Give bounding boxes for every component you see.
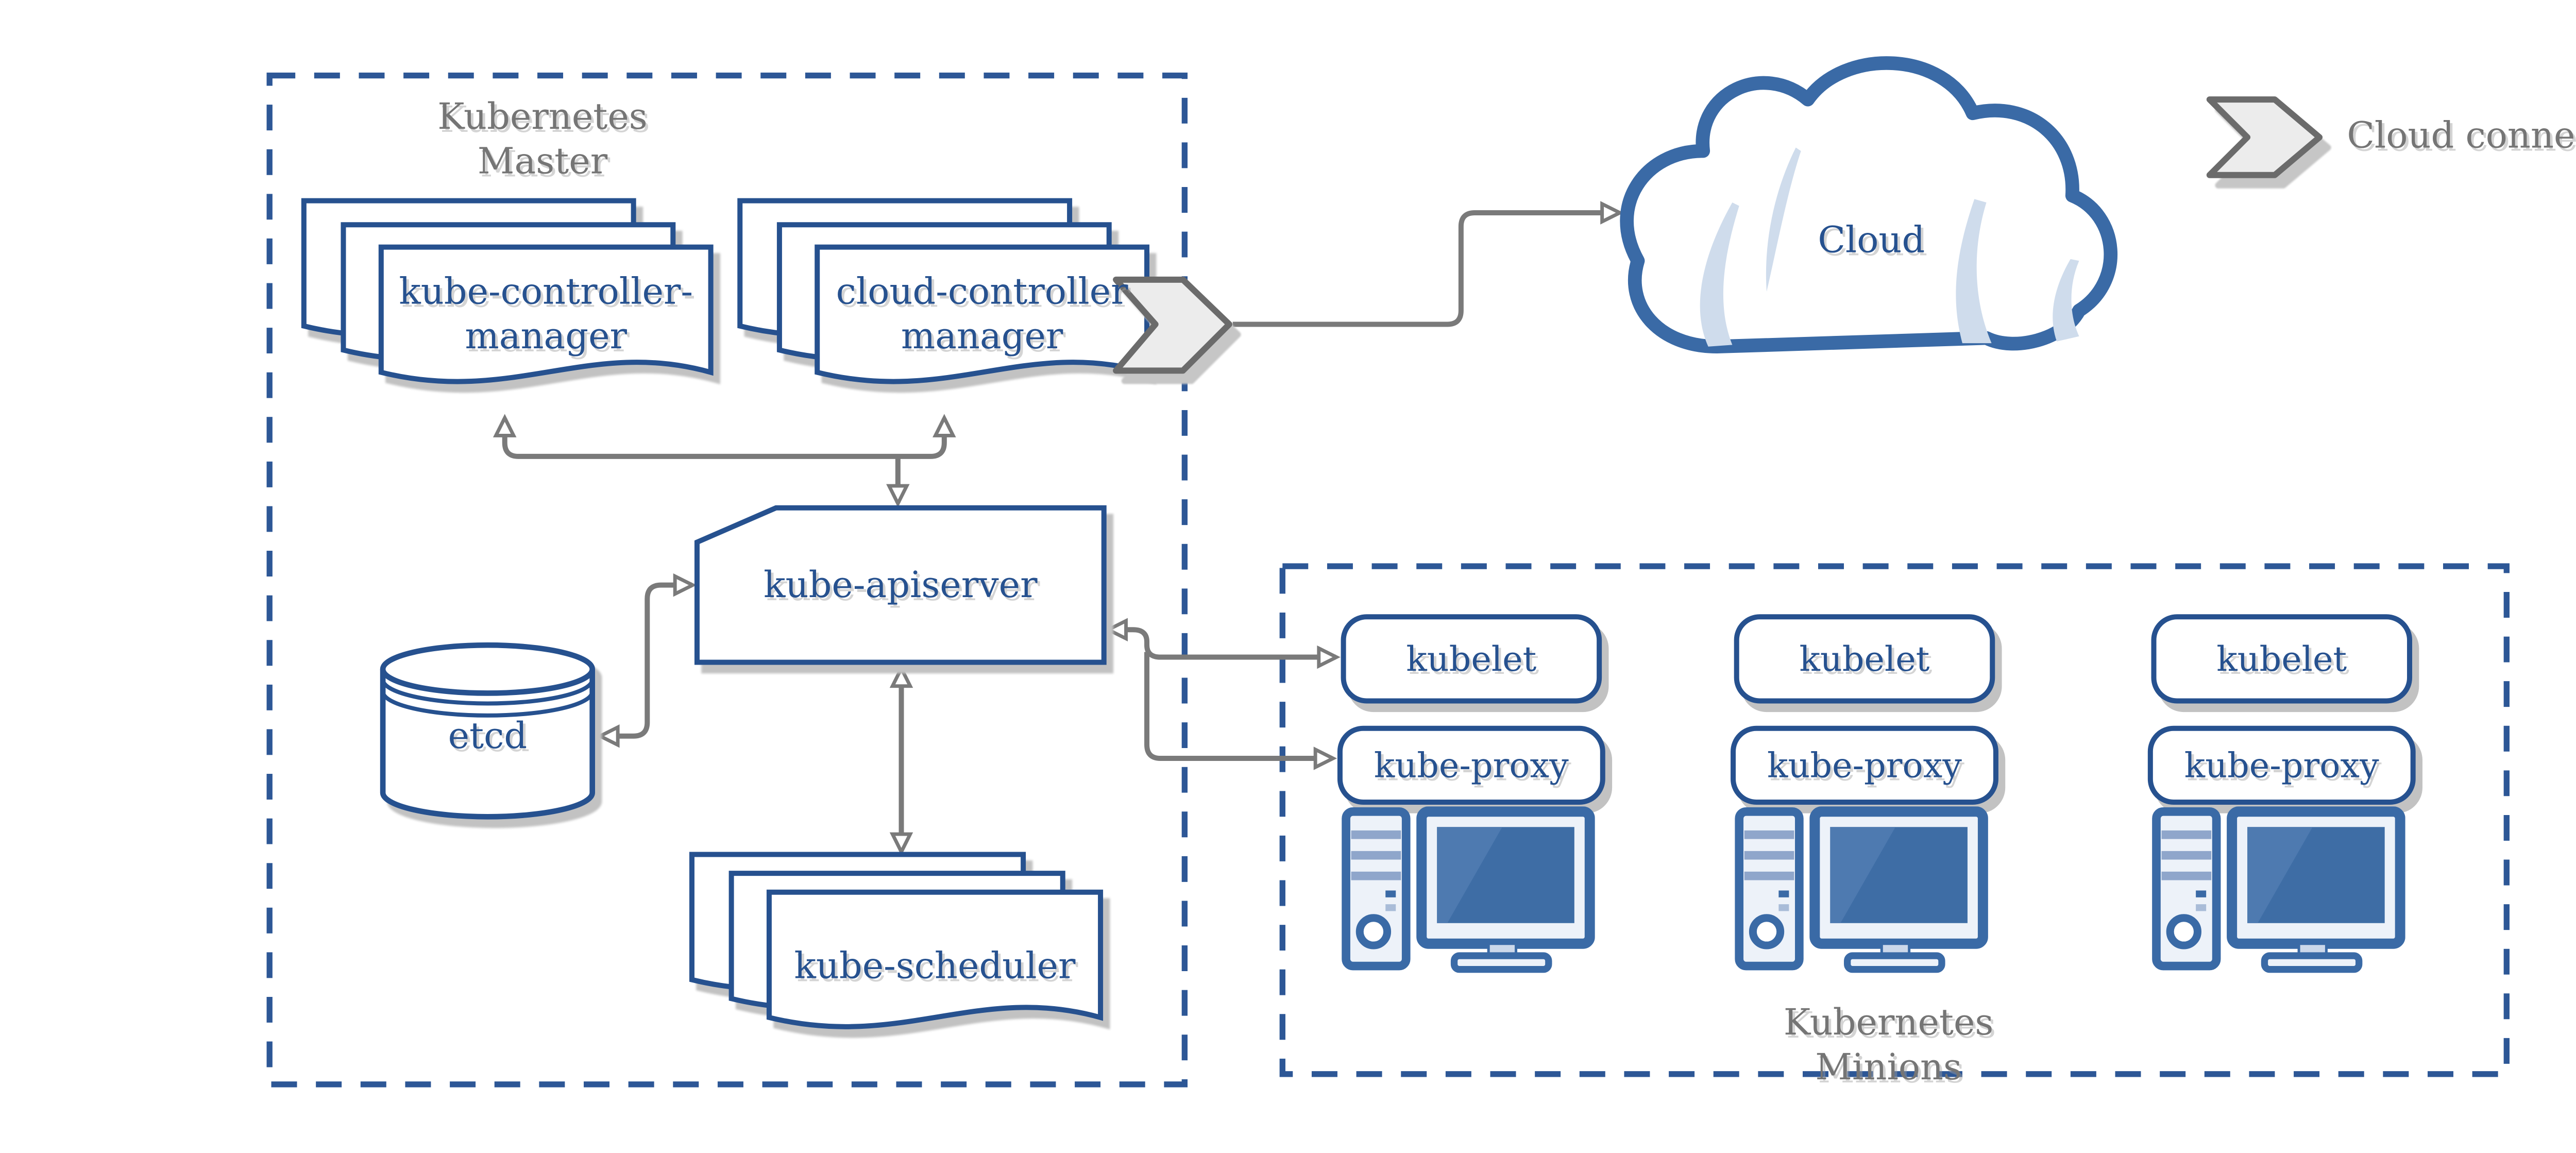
- kubelet-node: kubelet: [1734, 614, 1995, 704]
- cloud-connector-icon: [1113, 276, 1232, 374]
- kube-proxy-node: kube-proxy: [1337, 725, 1605, 805]
- kubelet-node: kubelet: [2151, 614, 2413, 704]
- minions-title-line1: Kubernetes: [1783, 1002, 1994, 1043]
- master-title-line2: Master: [477, 141, 608, 182]
- cloud-controller-manager-label: cloud-controller manager: [836, 271, 1128, 357]
- cloud-connector-legend-label: Cloud connector: [2347, 115, 2576, 157]
- master-group-title: Kubernetes Master: [371, 94, 714, 183]
- kubelet-node: kubelet: [1341, 614, 1602, 704]
- kubernetes-minions-group-border: [1279, 563, 2510, 1077]
- etcd-label: etcd: [448, 715, 528, 757]
- kube-scheduler-stack: [689, 852, 1104, 1029]
- kube-proxy-node: kube-proxy: [2147, 725, 2416, 805]
- cloud-highlight: [1700, 202, 1739, 347]
- cloud-highlight: [1766, 147, 1801, 292]
- kube-apiserver-label: kube-apiserver: [764, 564, 1038, 606]
- cloud-connector-legend-icon: [2206, 96, 2323, 178]
- apiserver-nodes-connector: [1104, 618, 1341, 770]
- cloud-highlight: [1956, 199, 1992, 344]
- cloud-shape: [1620, 56, 2118, 354]
- master-title-line1: Kubernetes: [437, 96, 648, 138]
- document-shape: [766, 889, 1104, 1029]
- apiserver-etcd-connector: [596, 573, 697, 748]
- workstation-icon: [1734, 806, 1988, 973]
- kube-apiserver-node: [694, 505, 1107, 665]
- cloud-controller-manager-stack: [737, 198, 1150, 384]
- minions-title-line2: Minions: [1815, 1046, 1962, 1088]
- controllers-apiserver-connector: [493, 414, 956, 508]
- kubernetes-master-group-border: [266, 72, 1188, 1088]
- etcd-database-icon: [380, 642, 596, 820]
- workstation-icon: [1341, 806, 1595, 973]
- minions-group-title: Kubernetes Minions: [1751, 1001, 2026, 1090]
- cloud-connector-line: [1232, 201, 1624, 327]
- kube-proxy-node: kube-proxy: [1731, 725, 1998, 805]
- cloud-highlight: [2053, 259, 2079, 342]
- workstation-icon: [2151, 806, 2405, 973]
- cloud-label: Cloud: [1818, 219, 1925, 261]
- document-shape: [378, 244, 714, 384]
- kube-controller-manager-stack: [301, 198, 714, 384]
- kube-controller-manager-label: kube-controller- manager: [399, 271, 693, 357]
- kube-scheduler-label: kube-scheduler: [794, 945, 1076, 987]
